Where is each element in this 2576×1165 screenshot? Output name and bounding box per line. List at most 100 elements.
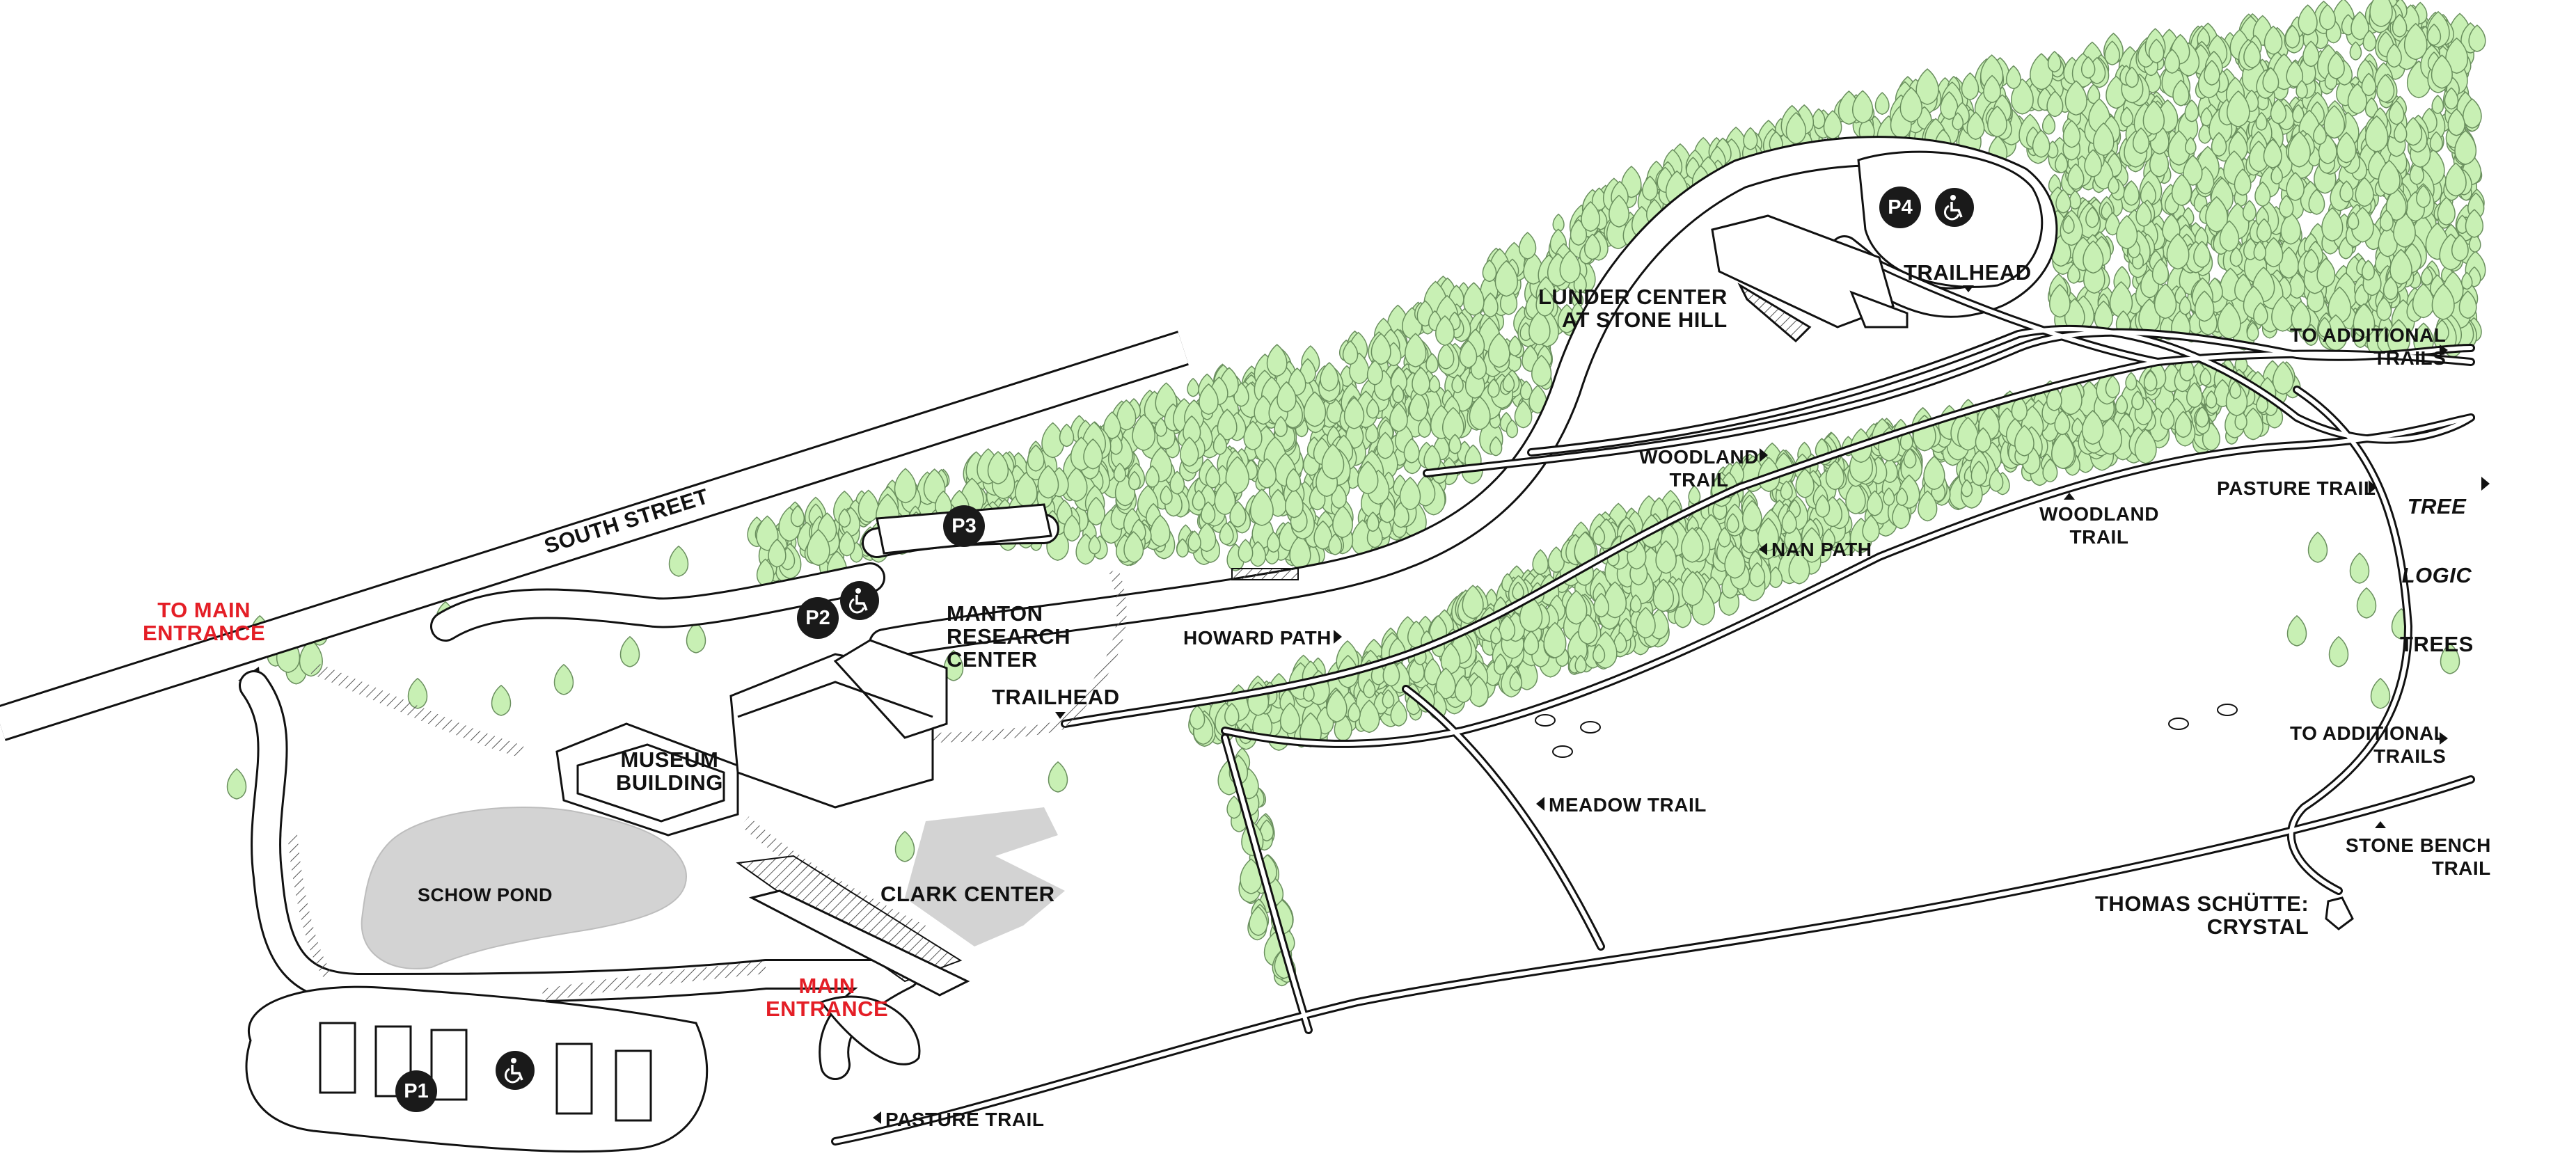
tree (2288, 272, 2306, 299)
tree (2120, 106, 2134, 127)
tree (1197, 522, 1217, 553)
tree (1088, 534, 1101, 555)
tree (1502, 373, 1515, 393)
tree (1187, 377, 1199, 397)
schow-pond (361, 807, 688, 969)
main-entrance-label: MAIN ENTRANCE (766, 974, 889, 1021)
tree (1214, 481, 1236, 516)
tree (1519, 232, 1537, 260)
tree (2323, 104, 2345, 139)
tree (2255, 111, 2268, 131)
tree (1726, 513, 1739, 533)
woodland-trail-label-2: WOODLAND TRAIL (2039, 503, 2159, 548)
tree (1435, 667, 1456, 699)
tree (1199, 383, 1219, 415)
tree (2298, 4, 2318, 35)
tree (1757, 517, 1779, 552)
parking-badge-p4[interactable]: P4 (1879, 187, 1921, 228)
tree (2350, 10, 2369, 40)
tree (2049, 283, 2071, 318)
tree (1405, 333, 1427, 367)
woodland-trail-label-1: WOODLAND TRAIL (1639, 446, 1759, 491)
clark-center-label: CLARK CENTER (880, 882, 1055, 906)
tree (2279, 194, 2294, 219)
tree (2316, 257, 2336, 287)
tree (2062, 214, 2075, 235)
tree (1523, 630, 1540, 656)
tree (1176, 538, 1189, 558)
tree (1116, 399, 1137, 431)
tree (2288, 131, 2311, 168)
tree (2308, 189, 2325, 215)
tree (2292, 104, 2305, 123)
tree (1348, 702, 1361, 723)
tree (2134, 428, 2157, 464)
tree (1145, 465, 1160, 488)
tree (2318, 317, 2332, 338)
tree (1403, 438, 1420, 463)
tree (2067, 263, 2080, 284)
tree (2445, 37, 2468, 74)
tree (2179, 357, 2195, 382)
tree (1743, 127, 1758, 150)
tree (1629, 594, 1642, 613)
tree (1192, 489, 1206, 511)
tree (1083, 438, 1103, 470)
tree (2014, 425, 2034, 457)
parking-lot-p1 (245, 985, 921, 1153)
tree (1365, 422, 1379, 444)
tree (2046, 386, 2062, 411)
tree (2392, 13, 2408, 38)
tree (2421, 267, 2433, 286)
south-street (0, 331, 1189, 741)
tree (2069, 190, 2082, 210)
tree (2234, 168, 2252, 196)
tree (2055, 152, 2069, 174)
tree (1187, 530, 1201, 552)
tree (790, 505, 805, 528)
tree (2378, 159, 2401, 196)
tree (2067, 163, 2085, 190)
parking-badge-p2[interactable]: P2 (797, 597, 839, 639)
tree (2125, 66, 2139, 88)
sheep-flock (1535, 704, 2238, 758)
tree (1825, 460, 1844, 491)
tree (2242, 200, 2257, 222)
tree (1320, 362, 1339, 392)
tree (1229, 500, 1247, 528)
tree (1343, 397, 1365, 429)
tree (1812, 108, 1826, 129)
tree (2184, 99, 2199, 122)
tree (2376, 74, 2395, 103)
tree (1983, 74, 2001, 104)
tree (1487, 378, 1500, 398)
parking-badge-p1[interactable]: P1 (395, 1070, 437, 1112)
parking-badge-p3[interactable]: P3 (943, 505, 985, 547)
tree (1565, 589, 1588, 625)
tree (1423, 658, 1441, 685)
tree (1389, 402, 1408, 432)
tree (2370, 677, 2391, 709)
tree (1494, 260, 1518, 297)
tree (2286, 60, 2304, 88)
tree (1915, 68, 1939, 105)
tree (1543, 621, 1567, 658)
tree (858, 489, 879, 523)
tree (2463, 98, 2482, 129)
tree (2195, 406, 2209, 428)
tree (2032, 129, 2050, 158)
tree (1382, 689, 1395, 709)
tree (2437, 196, 2456, 226)
tree (1266, 531, 1281, 553)
tree (2465, 209, 2484, 238)
to-additional-trails-label-mid: TO ADDITIONAL TRAILS (2290, 722, 2447, 767)
tree (1037, 465, 1059, 499)
tree (1392, 384, 1405, 404)
tree (1454, 675, 1473, 704)
tree (1559, 250, 1581, 284)
tree-logic-line1: TREE (2407, 494, 2467, 518)
tree (2084, 149, 2102, 177)
tree (2115, 394, 2128, 415)
tree (1490, 626, 1502, 644)
tree (1781, 509, 1797, 534)
